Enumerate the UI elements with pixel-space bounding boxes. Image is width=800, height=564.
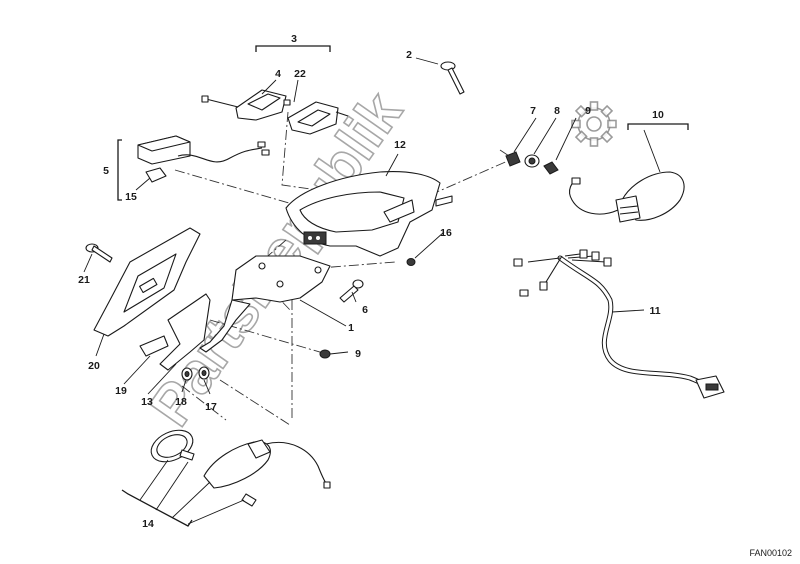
callout-3: 3 xyxy=(291,33,297,45)
watermark: PartsRepublik xyxy=(137,79,617,438)
callout-21: 21 xyxy=(78,274,90,286)
callout-5: 5 xyxy=(103,165,109,177)
callouts: 3 4 22 2 5 15 12 7 8 9 10 16 11 21 6 1 9… xyxy=(78,33,664,530)
callout-14: 14 xyxy=(142,518,154,530)
callout-7: 7 xyxy=(530,105,536,117)
nut-part-9-lower xyxy=(319,349,331,359)
screw-part-2 xyxy=(440,61,465,95)
nut-part-16 xyxy=(406,258,416,266)
callout-12: 12 xyxy=(394,139,406,151)
side-bracket-part-19 xyxy=(139,293,211,371)
turn-signal-part-14 xyxy=(150,429,331,507)
mounting-plate-part-20 xyxy=(93,227,201,337)
callout-1: 1 xyxy=(348,322,354,334)
spacer-part-18 xyxy=(181,367,193,381)
spacer-part-17 xyxy=(198,366,210,380)
tail-light-assembly xyxy=(201,89,349,135)
callout-10: 10 xyxy=(652,109,664,121)
fasteners-7-8-9 xyxy=(505,151,559,175)
callout-11: 11 xyxy=(649,305,660,317)
callout-6: 6 xyxy=(362,304,368,316)
callout-8: 8 xyxy=(554,105,560,117)
small-fasteners xyxy=(85,243,416,381)
gear-icon xyxy=(571,101,617,147)
callout-15: 15 xyxy=(125,191,137,203)
tail-fairing-part-12 xyxy=(285,171,453,257)
callout-20: 20 xyxy=(88,360,100,372)
drawing-code: FAN00102 xyxy=(749,548,792,558)
callout-13: 13 xyxy=(141,396,153,408)
callout-19: 19 xyxy=(115,385,127,397)
turn-signal-part-10 xyxy=(569,171,685,223)
screw-part-21 xyxy=(85,243,113,263)
callout-17: 17 xyxy=(205,401,217,413)
callout-2: 2 xyxy=(406,49,412,61)
callout-9-lower: 9 xyxy=(355,348,361,360)
callout-18: 18 xyxy=(175,396,187,408)
callout-9-top: 9 xyxy=(585,105,591,117)
callout-22: 22 xyxy=(294,68,306,80)
plate-holder-part-1 xyxy=(199,255,331,353)
callout-16: 16 xyxy=(440,227,452,239)
callout-4: 4 xyxy=(275,68,281,80)
screw-part-6 xyxy=(339,279,364,303)
wiring-harness-part-11 xyxy=(513,249,725,399)
plate-light-part-5 xyxy=(137,135,270,183)
leader-lines xyxy=(83,45,689,527)
